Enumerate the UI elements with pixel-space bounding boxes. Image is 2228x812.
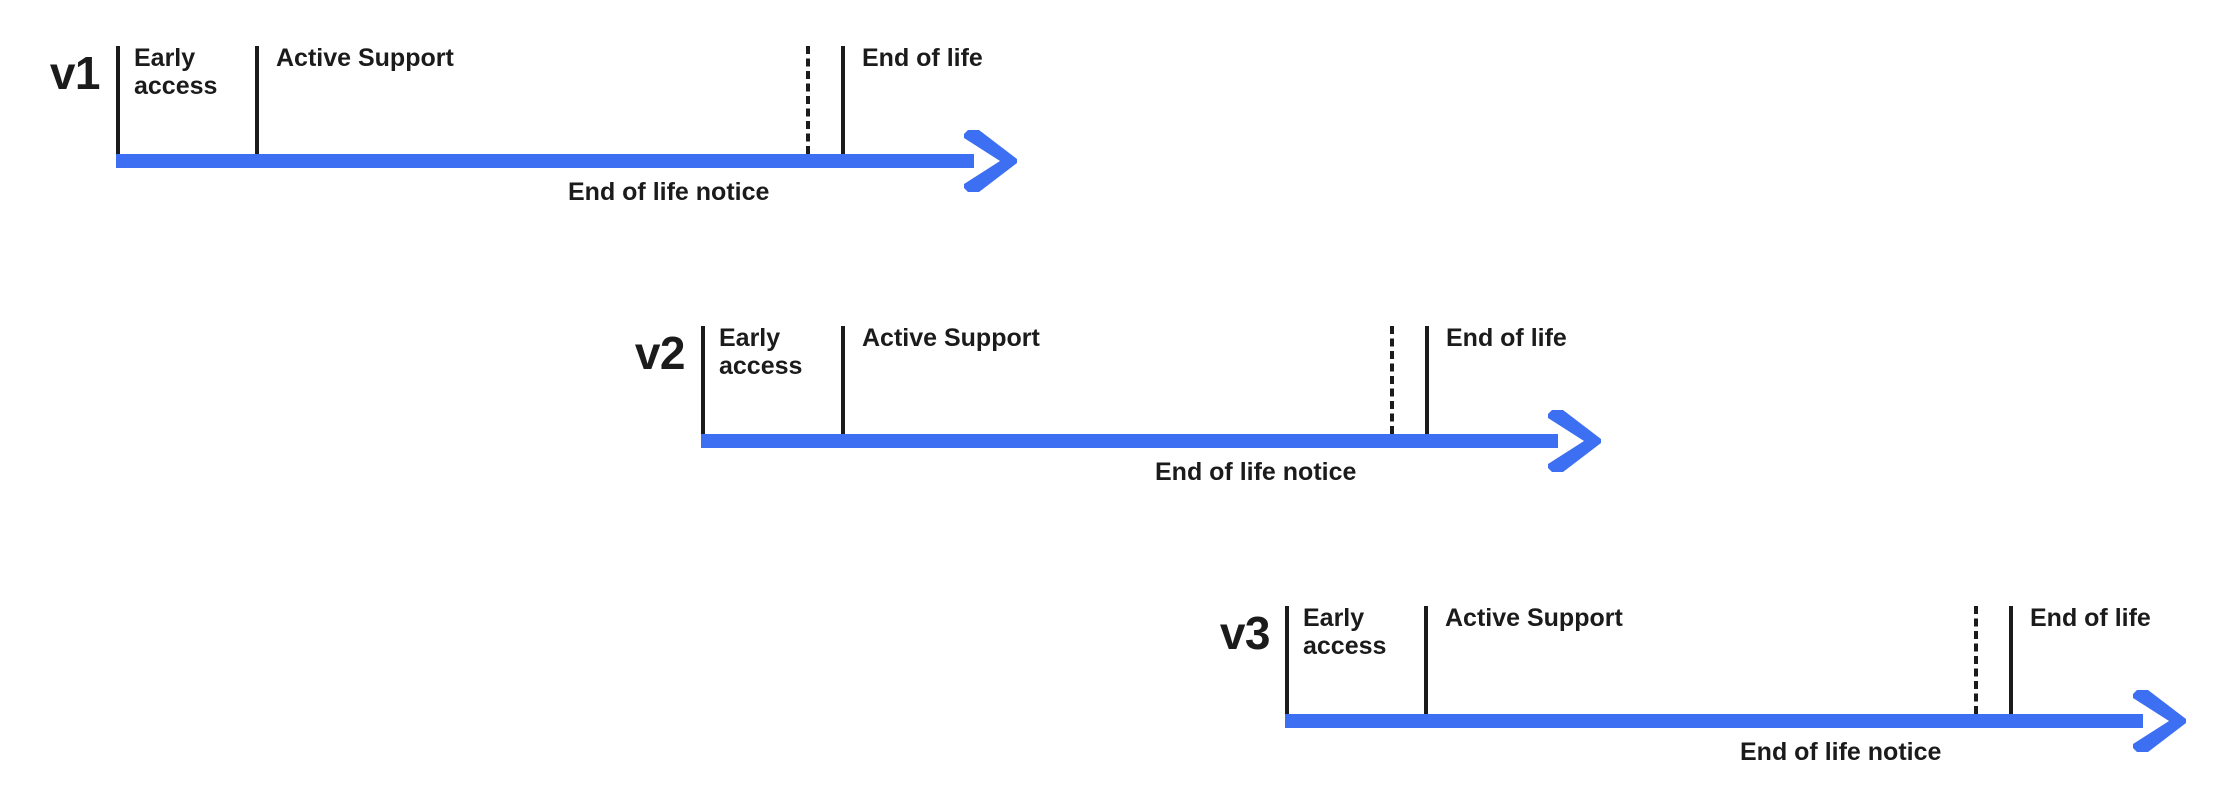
version-label-v1: v1 [49,47,101,99]
version-label-v2: v2 [634,327,686,379]
label-end-of-life-notice-v3: End of life notice [1740,738,1942,766]
tick-end-of-life-notice-v1 [806,46,810,154]
phase-label-early-access-v2: Early access [719,324,803,380]
phase-label-early-access-v1: Early access [134,44,218,100]
tick-active-support-start-v1 [255,46,259,154]
timeline-arrowhead-v2 [1546,408,1604,474]
tick-early-access-start-v3 [1285,606,1289,714]
phase-label-end-of-life-v3: End of life [2030,604,2151,632]
timeline-arrowhead-v1 [962,128,1020,194]
phase-label-early-access-v3: Early access [1303,604,1387,660]
phase-label-end-of-life-v1: End of life [862,44,983,72]
label-end-of-life-notice-v1: End of life notice [568,178,770,206]
phase-label-end-of-life-v2: End of life [1446,324,1567,352]
tick-active-support-start-v2 [841,326,845,434]
tick-end-of-life-notice-v3 [1974,606,1978,714]
timeline-bar-v1 [116,154,974,168]
tick-early-access-start-v2 [701,326,705,434]
tick-end-of-life-notice-v2 [1390,326,1394,434]
label-end-of-life-notice-v2: End of life notice [1155,458,1357,486]
phase-label-active-support-v1: Active Support [276,44,454,72]
tick-early-access-start-v1 [116,46,120,154]
phase-label-active-support-v2: Active Support [862,324,1040,352]
tick-active-support-start-v3 [1424,606,1428,714]
tick-end-of-life-start-v1 [841,46,845,154]
phase-label-active-support-v3: Active Support [1445,604,1623,632]
tick-end-of-life-start-v2 [1425,326,1429,434]
timeline-arrowhead-v3 [2131,688,2189,754]
timeline-bar-v3 [1285,714,2143,728]
timeline-bar-v2 [701,434,1558,448]
tick-end-of-life-start-v3 [2009,606,2013,714]
version-label-v3: v3 [1219,607,1271,659]
